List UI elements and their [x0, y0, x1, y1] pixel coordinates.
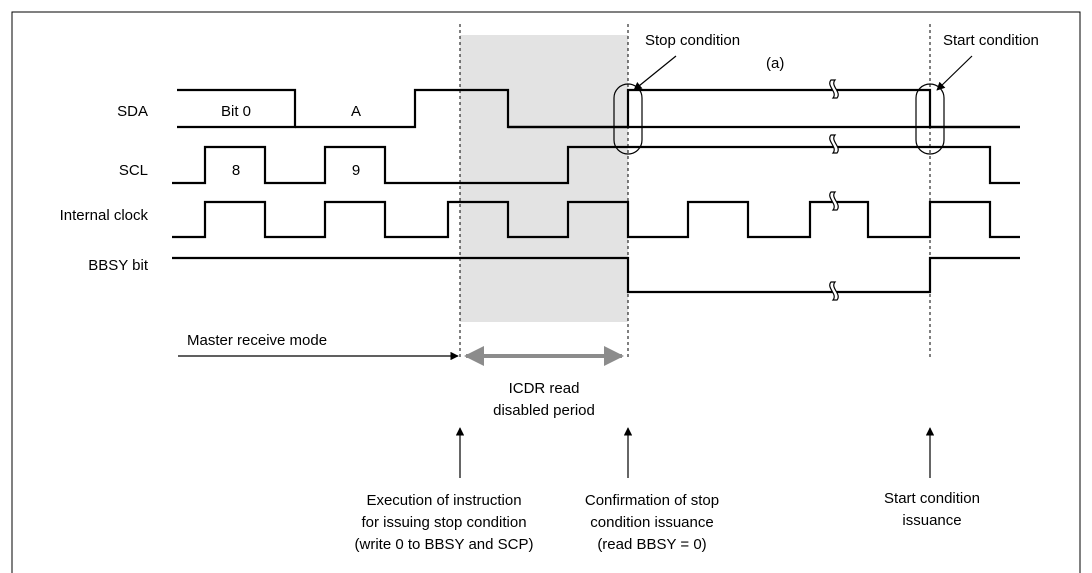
start-condition-arrow — [936, 55, 973, 91]
confirmation-note-line2: condition issuance — [590, 514, 713, 531]
sda-bit0-label: Bit 0 — [221, 103, 251, 120]
scl-label: SCL — [119, 162, 148, 179]
stop-condition-callout: Stop condition — [645, 32, 740, 49]
bbsy-bit-label: BBSY bit — [88, 257, 149, 274]
internal-clock-waveform — [172, 200, 1020, 239]
execution-note-line1: Execution of instruction — [366, 492, 521, 509]
confirmation-note-line3: (read BBSY = 0) — [597, 536, 706, 553]
bbsy-waveform — [172, 256, 1020, 294]
icdr-disabled-region — [460, 35, 628, 322]
sda-ack-label: A — [351, 103, 361, 120]
start-issuance-note-line1: Start condition — [884, 490, 980, 507]
confirmation-note-line1: Confirmation of stop — [585, 492, 719, 509]
master-receive-mode-label: Master receive mode — [187, 332, 327, 349]
icdr-disabled-line2: disabled period — [493, 402, 595, 419]
sda-label: SDA — [117, 103, 148, 120]
scl-clock-8-label: 8 — [232, 162, 240, 179]
diagram-frame — [11, 11, 1081, 573]
point-a-label: (a) — [766, 55, 784, 72]
break-marks — [829, 79, 839, 301]
sda-waveform: Bit 0 A — [177, 88, 1020, 129]
execution-note-line3: (write 0 to BBSY and SCP) — [355, 536, 534, 553]
execution-note-line2: for issuing stop condition — [361, 514, 526, 531]
start-condition-callout: Start condition — [943, 32, 1039, 49]
internal-clock-label: Internal clock — [60, 207, 149, 224]
scl-clock-9-label: 9 — [352, 162, 360, 179]
icdr-disabled-line1: ICDR read — [509, 380, 580, 397]
stop-condition-ellipse — [613, 83, 643, 155]
scl-waveform: 8 9 — [172, 145, 1020, 185]
start-issuance-note-line2: issuance — [902, 512, 961, 529]
stop-condition-arrow — [633, 55, 677, 91]
start-condition-ellipse — [915, 83, 945, 155]
